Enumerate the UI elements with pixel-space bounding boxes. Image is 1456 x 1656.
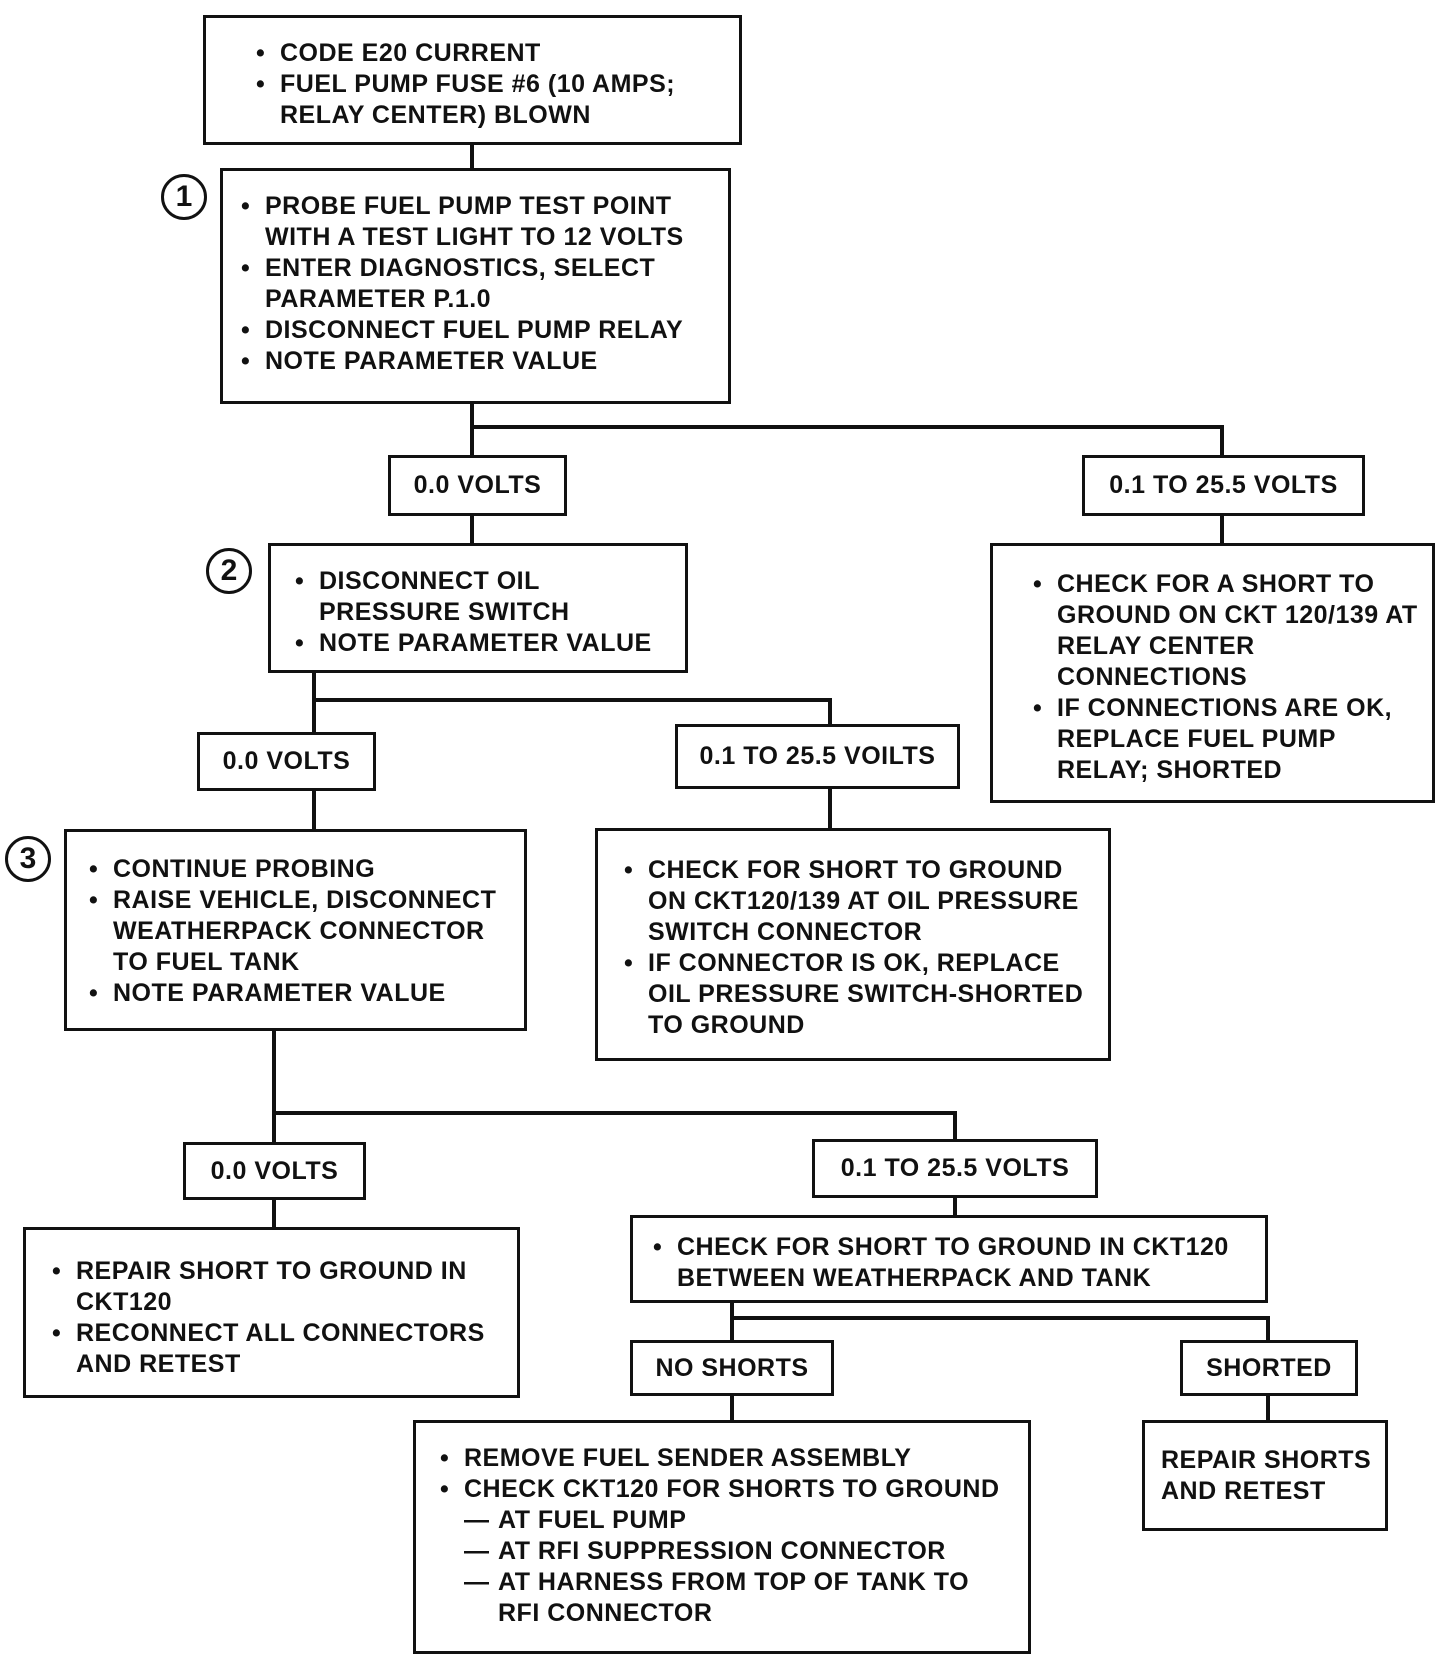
step3-low-action-item: REPAIR SHORT TO GROUND IN CKT120 [50,1256,507,1318]
connector-check-to-shorted [730,1316,1270,1342]
step1-high-voltage-label: 0.1 TO 25.5 VOLTS [1082,455,1365,516]
step3-low-action-box: REPAIR SHORT TO GROUND IN CKT120 RECONNE… [23,1227,520,1398]
step3-item: NOTE PARAMETER VALUE [87,978,514,1009]
step1-item: NOTE PARAMETER VALUE [239,346,716,377]
shorted-action-box: REPAIR SHORTS AND RETEST [1142,1420,1388,1531]
step1-item: PROBE FUEL PUMP TEST POINT WITH A TEST L… [239,191,716,253]
no-shorts-action-item: CHECK CKT120 FOR SHORTS TO GROUND [438,1474,1018,1505]
no-shorts-action-box: REMOVE FUEL SENDER ASSEMBLY CHECK CKT120… [413,1420,1031,1654]
step2-item: NOTE PARAMETER VALUE [293,628,673,659]
step1-high-action-item: IF CONNECTIONS ARE OK, REPLACE FUEL PUMP… [1031,693,1422,786]
start-item: FUEL PUMP FUSE #6 (10 AMPS; RELAY CENTER… [254,69,723,131]
step-number-1: 1 [161,174,207,220]
no-shorts-sub-item: AT HARNESS FROM TOP OF TANK TO RFI CONNE… [438,1567,1018,1629]
step-number-2: 2 [206,548,252,594]
step3-high-action-item: CHECK FOR SHORT TO GROUND IN CKT120 BETW… [651,1232,1255,1294]
step2-low-voltage-label: 0.0 VOLTS [197,732,376,791]
step2-box: DISCONNECT OIL PRESSURE SWITCH NOTE PARA… [268,543,688,673]
step1-item: DISCONNECT FUEL PUMP RELAY [239,315,716,346]
step3-low-voltage-label: 0.0 VOLTS [183,1142,366,1200]
step2-high-action-box: CHECK FOR SHORT TO GROUND ON CKT120/139 … [595,828,1111,1061]
step1-high-action-item: CHECK FOR A SHORT TO GROUND ON CKT 120/1… [1031,569,1422,693]
step3-item: CONTINUE PROBING [87,854,514,885]
shorted-action-text: REPAIR SHORTS AND RETEST [1161,1446,1372,1505]
no-shorts-action-item: REMOVE FUEL SENDER ASSEMBLY [438,1443,1018,1474]
step2-high-action-item: CHECK FOR SHORT TO GROUND ON CKT120/139 … [622,855,1098,948]
no-shorts-sub-item: AT FUEL PUMP [438,1505,1018,1536]
connector-step2-to-high [312,698,832,726]
step1-box: PROBE FUEL PUMP TEST POINT WITH A TEST L… [220,168,731,404]
step1-item: ENTER DIAGNOSTICS, SELECT PARAMETER P.1.… [239,253,716,315]
step3-high-action-box: CHECK FOR SHORT TO GROUND IN CKT120 BETW… [630,1215,1268,1303]
step2-item: DISCONNECT OIL PRESSURE SWITCH [293,566,673,628]
step2-high-voltage-label: 0.1 TO 25.5 VOILTS [675,724,960,789]
connector-step3-to-high [272,1111,957,1141]
shorted-label: SHORTED [1180,1340,1358,1396]
step3-low-action-item: RECONNECT ALL CONNECTORS AND RETEST [50,1318,507,1380]
start-item: CODE E20 CURRENT [254,38,723,69]
step3-box: CONTINUE PROBING RAISE VEHICLE, DISCONNE… [64,829,527,1031]
connector-step1-to-high [470,425,1224,457]
step1-high-action-box: CHECK FOR A SHORT TO GROUND ON CKT 120/1… [990,543,1435,803]
step2-high-action-item: IF CONNECTOR IS OK, REPLACE OIL PRESSURE… [622,948,1098,1041]
step3-high-voltage-label: 0.1 TO 25.5 VOLTS [812,1139,1098,1198]
step-number-3: 3 [5,836,51,882]
step3-item: RAISE VEHICLE, DISCONNECT WEATHERPACK CO… [87,885,514,978]
no-shorts-sub-item: AT RFI SUPPRESSION CONNECTOR [438,1536,1018,1567]
step1-low-voltage-label: 0.0 VOLTS [388,455,567,516]
start-condition-box: CODE E20 CURRENT FUEL PUMP FUSE #6 (10 A… [203,15,742,145]
no-shorts-label: NO SHORTS [630,1340,834,1396]
